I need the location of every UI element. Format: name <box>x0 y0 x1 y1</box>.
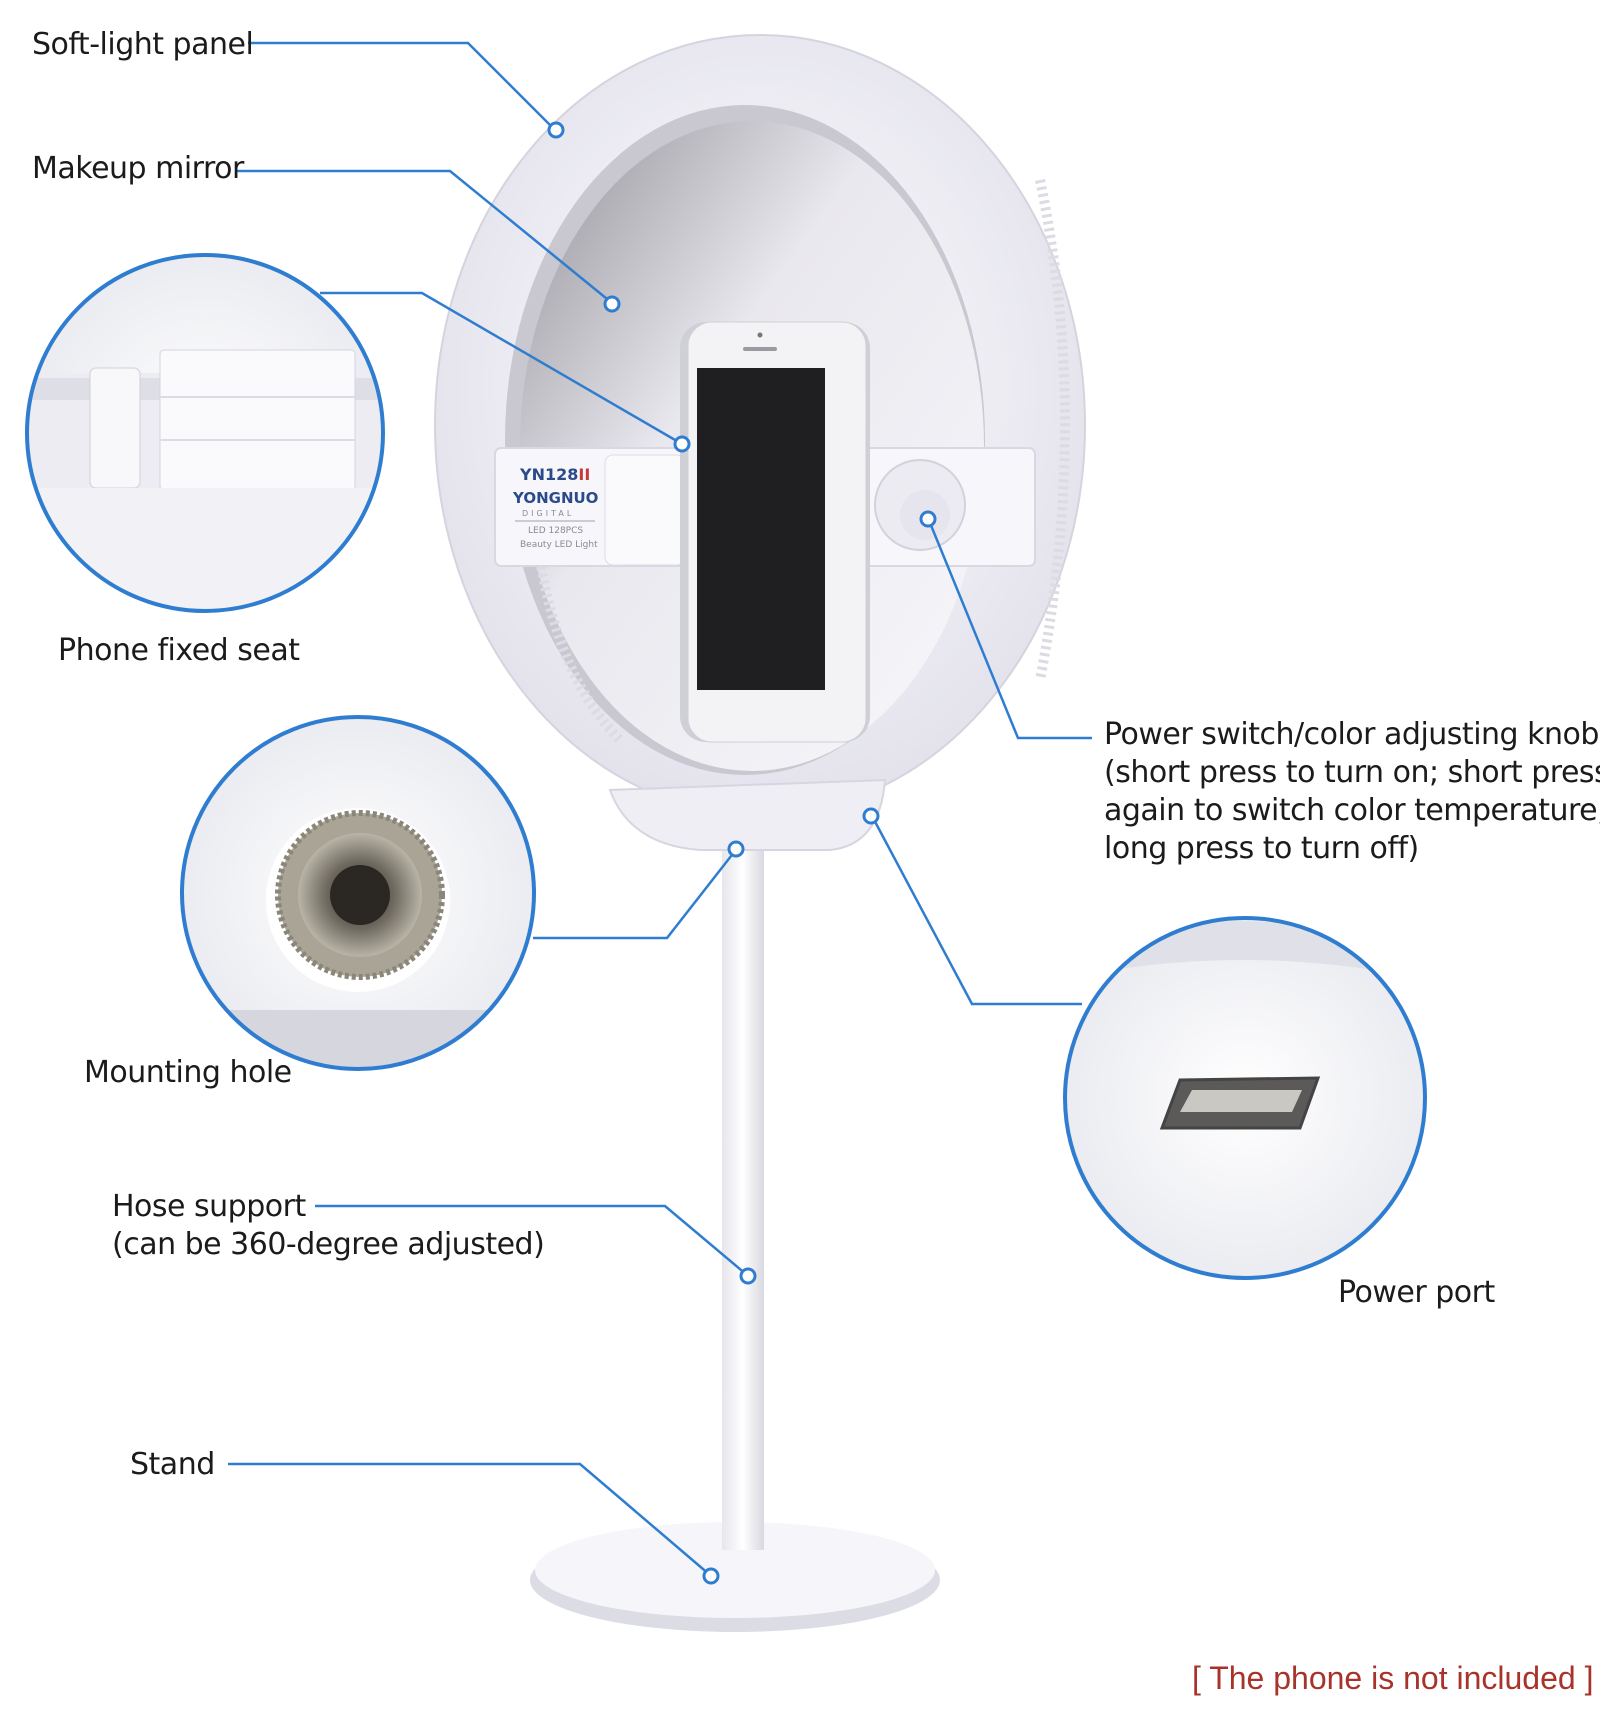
brand-text: YONGNUO <box>512 489 598 507</box>
zoom-phone-seat <box>25 253 385 613</box>
dot-knob <box>919 510 937 528</box>
phone <box>680 321 870 743</box>
label-phone-fixed-seat: Phone fixed seat <box>58 633 300 668</box>
zoom-power-port <box>1063 916 1427 1280</box>
product-label: YN128II YONGNUO DIGITAL LED 128PCS Beaut… <box>512 465 598 550</box>
power-knob-line-3: again to switch color temperature; <box>1104 793 1600 828</box>
model-text: YN128II <box>519 465 590 484</box>
label-mounting-hole: Mounting hole <box>84 1055 292 1090</box>
dot-soft-light <box>547 121 565 139</box>
brand-sub-text: DIGITAL <box>522 509 574 518</box>
hose-support-line-1: Hose support <box>112 1189 306 1224</box>
hose-support-line-2: (can be 360-degree adjusted) <box>112 1227 545 1262</box>
dot-phone-seat <box>673 435 691 453</box>
zoom-mounting-hole <box>180 715 536 1071</box>
desc-text: Beauty LED Light <box>520 540 598 550</box>
leader-lines <box>228 41 1092 1576</box>
dot-mirror <box>603 295 621 313</box>
power-knob-line-4: long press to turn off) <box>1104 831 1419 866</box>
label-power-port: Power port <box>1338 1275 1495 1310</box>
leader-mounting-hole <box>533 850 736 940</box>
label-soft-light-panel: Soft-light panel <box>32 27 254 62</box>
dot-power-port <box>862 807 880 825</box>
label-power-knob: Power switch/color adjusting knob (short… <box>1104 716 1600 868</box>
power-knob-line-1: Power switch/color adjusting knob <box>1104 717 1599 752</box>
phone-not-included-note: [ The phone is not included ] <box>1192 1660 1594 1696</box>
dot-mounting-hole <box>727 840 745 858</box>
leader-phone-seat <box>320 291 683 446</box>
dot-stand <box>702 1567 720 1585</box>
dot-hose <box>739 1267 757 1285</box>
leader-knob <box>926 517 1092 740</box>
anchor-dots <box>547 121 937 1585</box>
power-knob-line-2: (short press to turn on; short press <box>1104 755 1600 790</box>
label-hose-support: Hose support (can be 360-degree adjusted… <box>112 1188 545 1264</box>
label-makeup-mirror: Makeup mirror <box>32 151 244 186</box>
leader-power-port <box>870 815 1082 1006</box>
spec-text: LED 128PCS <box>528 526 583 536</box>
leader-mirror <box>237 169 613 304</box>
hose-support-pole <box>722 820 764 1550</box>
label-stand: Stand <box>130 1447 215 1482</box>
leader-stand <box>228 1462 711 1576</box>
leader-soft-light <box>248 41 556 131</box>
stand-base <box>530 1522 940 1632</box>
leader-hose <box>315 1204 748 1276</box>
